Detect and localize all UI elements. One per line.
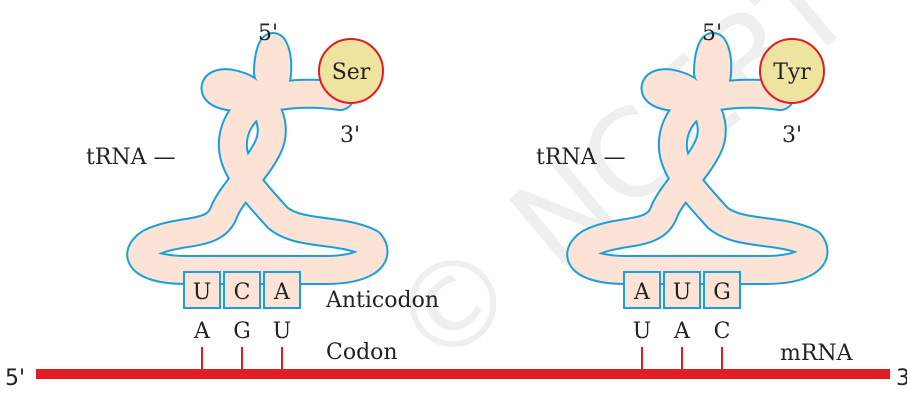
trna-ser: 5' 3' tRNA — Ser U C A A G U — [86, 21, 383, 370]
codon-base: G — [233, 319, 251, 344]
codon-base: A — [193, 319, 211, 344]
trna-ser-label: tRNA — — [86, 145, 176, 170]
anticodon-base: A — [633, 280, 651, 305]
codon-base: A — [673, 319, 691, 344]
codon-base: U — [633, 319, 652, 344]
mrna-strand — [36, 369, 890, 379]
trna-ser-3prime: 3' — [340, 123, 360, 148]
trna-tyr-3prime: 3' — [782, 123, 802, 148]
mrna-label: mRNA — [780, 341, 854, 366]
codon-base: C — [714, 319, 731, 344]
trna-tyr-label: tRNA — — [536, 145, 626, 170]
mrna-5prime-label: 5' — [5, 366, 25, 391]
anticodon-box — [223, 271, 261, 309]
anticodon-base: U — [673, 280, 692, 305]
anticodon-box — [623, 271, 661, 309]
trna-tyr: 5' 3' tRNA — Tyr A U G U A C — [536, 21, 824, 370]
trna-tyr-5prime: 5' — [702, 21, 722, 46]
anticodon-ser: U C A — [183, 271, 301, 309]
anticodon-base: C — [234, 280, 251, 305]
anticodon-base: G — [713, 280, 731, 305]
amino-acid-ser-circle — [318, 38, 384, 104]
anticodon-box — [703, 271, 741, 309]
anticodon-tyr: A U G — [623, 271, 741, 309]
trna-ser-5prime: 5' — [258, 21, 278, 46]
amino-acid-tyr-circle — [759, 38, 825, 104]
amino-acid-tyr-label: Tyr — [773, 60, 811, 85]
codon-ser: A G U — [193, 319, 291, 370]
anticodon-box — [183, 271, 221, 309]
codon-tyr: U A C — [633, 319, 731, 370]
anticodon-box — [263, 271, 301, 309]
anticodon-label: Anticodon — [325, 288, 439, 313]
anticodon-base: U — [193, 280, 212, 305]
mrna-3prime-label: 3' — [896, 366, 907, 391]
amino-acid-ser-label: Ser — [332, 60, 371, 85]
codon-label: Codon — [326, 340, 398, 365]
anticodon-base: A — [273, 280, 291, 305]
codon-base: U — [273, 319, 292, 344]
anticodon-box — [663, 271, 701, 309]
